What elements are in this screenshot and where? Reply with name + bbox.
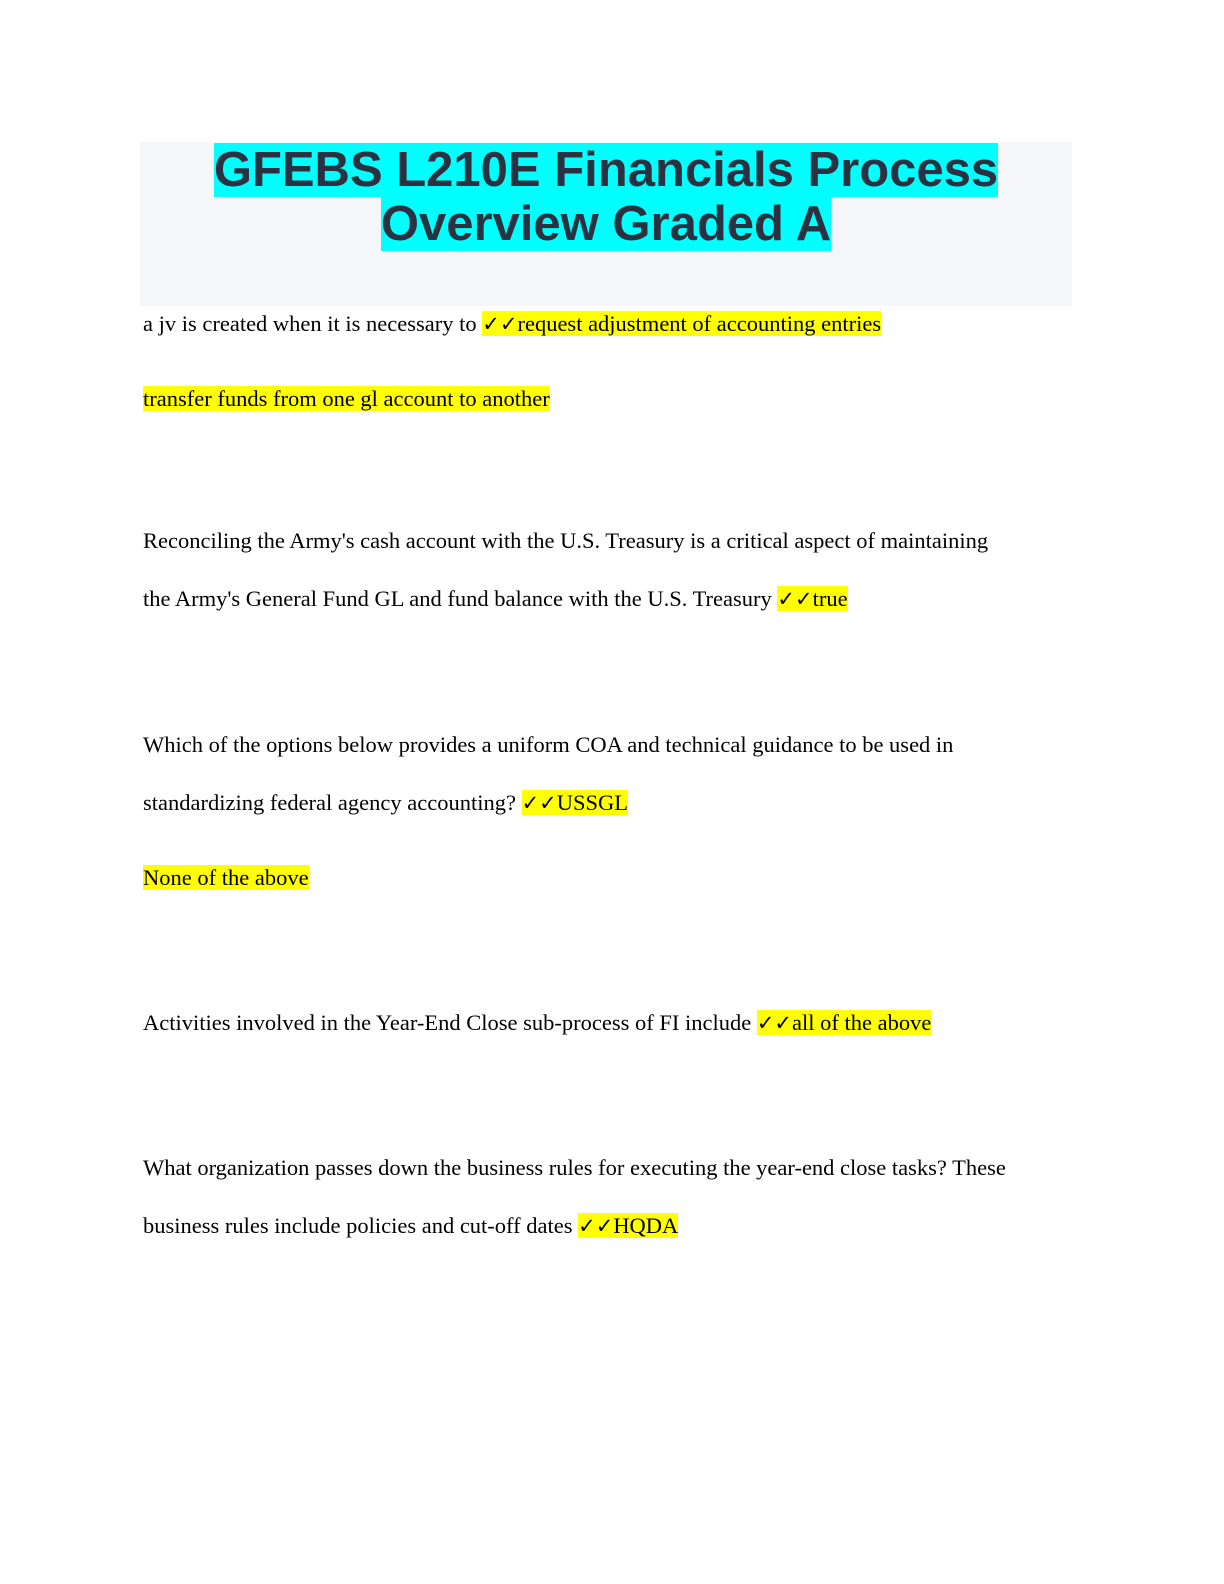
answer-option-text: None of the above [143,865,309,890]
question-2-line-1: Reconciling the Army's cash account with… [143,526,988,556]
answer-text: request adjustment of accounting entries [517,311,882,336]
question-4: Activities involved in the Year-End Clos… [143,1008,932,1038]
double-check-icon: ✓✓ [482,312,518,336]
question-3-line-1: Which of the options below provides a un… [143,730,953,760]
question-2-line-2: the Army's General Fund GL and fund bala… [143,584,848,614]
double-check-icon: ✓✓ [756,1011,793,1035]
answer-option: transfer funds from one gl account to an… [143,384,550,414]
page-title-line-1: GFEBS L210E Financials Process [213,143,999,197]
question-3-line-2: standardizing federal agency accounting?… [143,788,629,818]
question-text: business rules include policies and cut-… [143,1213,579,1238]
answer-option-text: transfer funds from one gl account to an… [143,386,550,411]
question-text: Which of the options below provides a un… [143,732,954,757]
question-text: What organization passes down the busine… [143,1155,1006,1180]
page-title-line-2: Overview Graded A [380,197,832,251]
question-5-line-1: What organization passes down the busine… [143,1153,1006,1183]
answer-text: HQDA [613,1213,679,1238]
title-block: GFEBS L210E Financials Process Overview … [140,142,1072,306]
question-text: the Army's General Fund GL and fund bala… [143,586,778,611]
question-text: standardizing federal agency accounting? [143,790,522,815]
answer-highlight: ✓✓true [777,586,848,611]
double-check-icon: ✓✓ [777,587,813,611]
answer-highlight: ✓✓HQDA [578,1213,679,1238]
answer-highlight: ✓✓all of the above [756,1010,932,1035]
answer-text: USSGL [556,790,629,815]
answer-highlight: ✓✓request adjustment of accounting entri… [482,311,882,336]
answer-text: all of the above [792,1010,932,1035]
question-5-line-2: business rules include policies and cut-… [143,1211,679,1241]
question-text: a jv is created when it is necessary to [143,311,483,336]
double-check-icon: ✓✓ [578,1214,614,1238]
answer-highlight: ✓✓USSGL [521,790,629,815]
double-check-icon: ✓✓ [521,791,557,815]
answer-option: None of the above [143,863,309,893]
question-text: Activities involved in the Year-End Clos… [143,1010,757,1035]
question-1: a jv is created when it is necessary to … [143,309,882,339]
answer-text: true [812,586,848,611]
question-text: Reconciling the Army's cash account with… [143,528,989,553]
